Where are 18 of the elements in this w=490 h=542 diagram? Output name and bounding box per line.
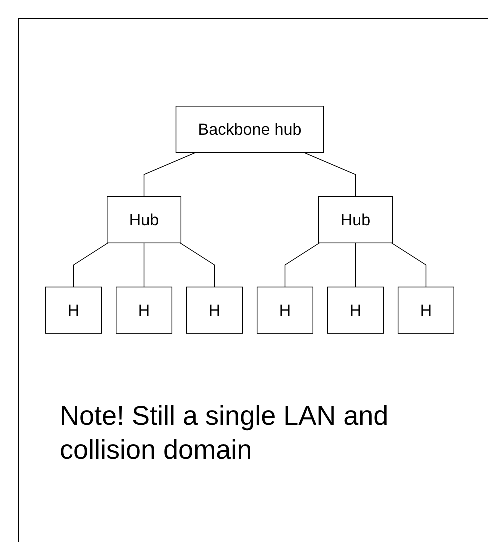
connector bbox=[391, 242, 427, 288]
node-box: H bbox=[398, 286, 454, 334]
node-box: H bbox=[327, 286, 384, 334]
connector bbox=[355, 242, 356, 288]
connector bbox=[284, 242, 320, 288]
node-box: H bbox=[46, 286, 102, 334]
connector bbox=[180, 242, 216, 288]
connector bbox=[73, 242, 109, 288]
node-box: Hub bbox=[107, 196, 182, 244]
note-text: Note! Still a single LAN and collision domain bbox=[60, 400, 390, 467]
connector bbox=[144, 152, 196, 198]
node-box: Hub bbox=[318, 196, 393, 244]
node-box: Backbone hub bbox=[176, 106, 324, 154]
connector bbox=[144, 242, 145, 288]
node-box: H bbox=[256, 286, 314, 334]
connector bbox=[304, 152, 356, 198]
node-box: H bbox=[186, 286, 244, 334]
node-box: H bbox=[116, 286, 173, 334]
